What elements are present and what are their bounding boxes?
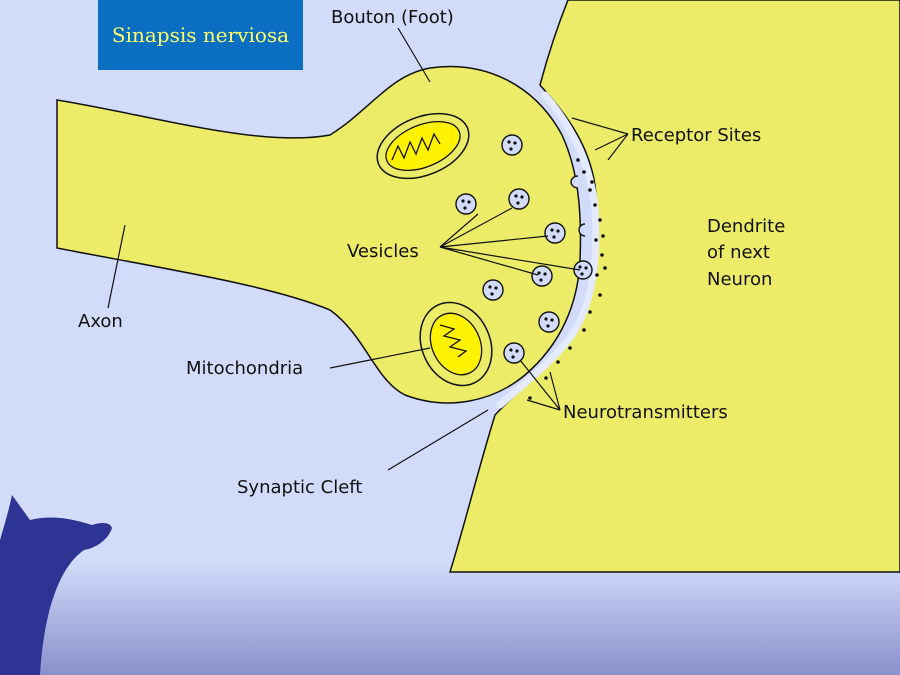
vesicle bbox=[501, 134, 523, 156]
label-dendrite-line2: of next bbox=[707, 242, 770, 263]
bottom-gradient-band bbox=[0, 560, 900, 675]
dog-silhouette-icon bbox=[0, 495, 112, 675]
label-vesicles: Vesicles bbox=[347, 241, 419, 262]
axon-bouton-shape bbox=[56, 65, 582, 404]
mitochondrion-lower bbox=[419, 301, 493, 387]
neurotransmitter-dots bbox=[528, 158, 607, 400]
synaptic-cleft-band bbox=[496, 91, 600, 409]
label-dendrite-line1: Dendrite bbox=[707, 216, 785, 237]
label-bouton: Bouton (Foot) bbox=[331, 7, 454, 28]
label-receptor-sites: Receptor Sites bbox=[631, 125, 761, 146]
vesicle bbox=[538, 311, 560, 333]
label-axon: Axon bbox=[78, 311, 123, 332]
title-box: Sinapsis nerviosa bbox=[98, 0, 303, 70]
vesicles bbox=[455, 134, 593, 364]
vesicle bbox=[508, 188, 530, 210]
vesicle bbox=[573, 260, 593, 280]
label-dendrite-line3: Neuron bbox=[707, 269, 772, 290]
slide-title: Sinapsis nerviosa bbox=[111, 23, 290, 47]
vesicle bbox=[482, 279, 504, 301]
leader-lines bbox=[107, 27, 629, 471]
label-mitochondria: Mitochondria bbox=[186, 358, 303, 379]
vesicle bbox=[503, 342, 525, 364]
label-neurotransmitters: Neurotransmitters bbox=[563, 402, 728, 423]
mitochondrion-upper bbox=[376, 112, 470, 180]
vesicle bbox=[544, 222, 566, 244]
label-synaptic-cleft: Synaptic Cleft bbox=[237, 477, 362, 498]
vesicle bbox=[531, 265, 553, 287]
vesicle bbox=[455, 193, 477, 215]
